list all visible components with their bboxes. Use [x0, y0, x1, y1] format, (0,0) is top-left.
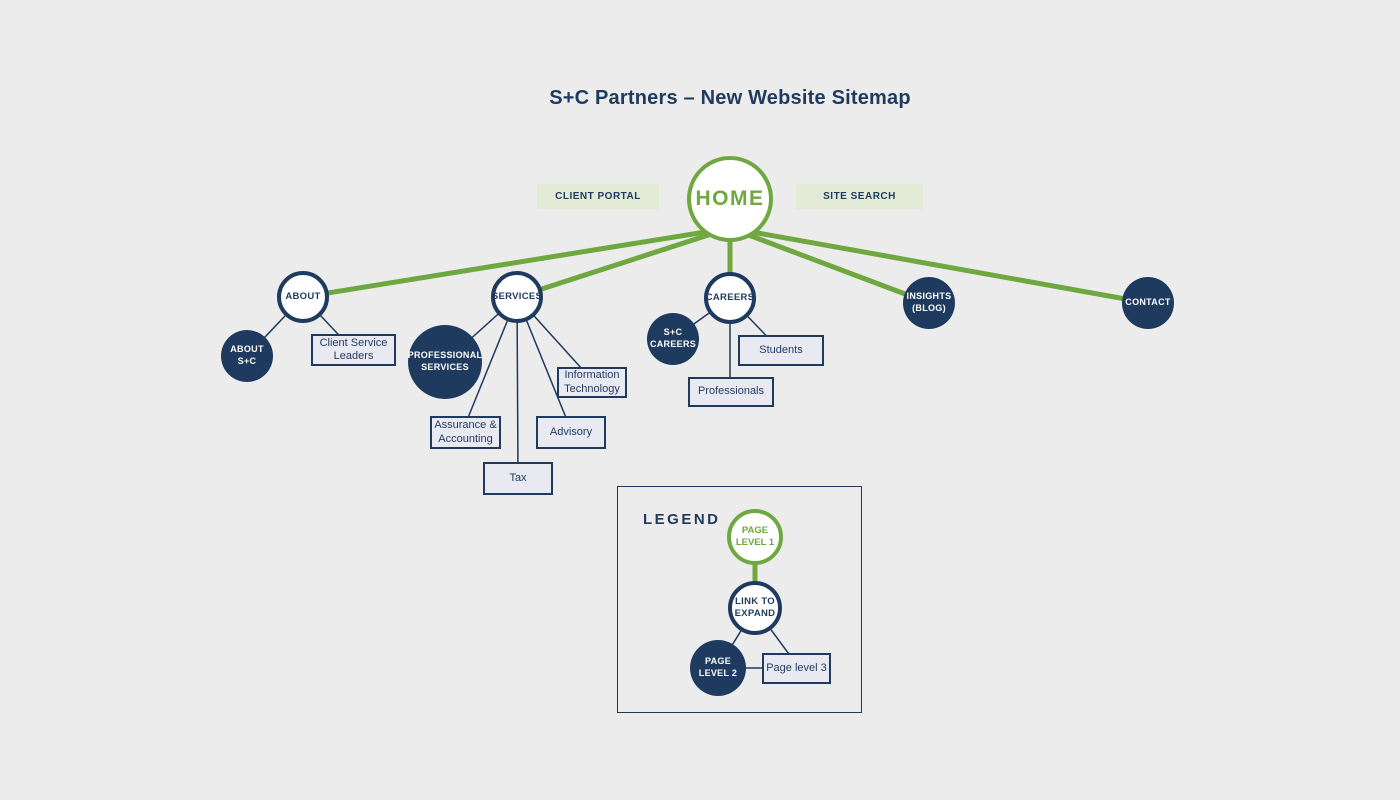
node-careers: CAREERS	[704, 272, 756, 324]
node-about: ABOUT	[277, 271, 329, 323]
legend-page-level-3: Page level 3	[762, 653, 831, 684]
page-title: S+C Partners – New Website Sitemap	[549, 87, 911, 109]
legend-frame	[617, 486, 862, 713]
node-services: SERVICES	[491, 271, 543, 323]
site-search-chip: SITE SEARCH	[796, 184, 923, 209]
legend-page-level-2: PAGE LEVEL 2	[690, 640, 746, 696]
node-sc-careers: S+C CAREERS	[647, 313, 699, 365]
node-home: HOME	[687, 156, 773, 242]
node-advisory: Advisory	[536, 416, 606, 449]
node-client-service-leaders: Client Service Leaders	[311, 334, 396, 366]
node-students: Students	[738, 335, 824, 366]
node-professional-services: PROFESSIONAL SERVICES	[408, 325, 482, 399]
node-information-technology: Information Technology	[557, 367, 627, 398]
node-assurance-accounting: Assurance & Accounting	[430, 416, 501, 449]
node-professionals: Professionals	[688, 377, 774, 407]
node-tax: Tax	[483, 462, 553, 495]
node-insights-blog: INSIGHTS (BLOG)	[903, 277, 955, 329]
legend-page-level-1: PAGE LEVEL 1	[727, 509, 783, 565]
legend-link-to-expand: LINK TO EXPAND	[728, 581, 782, 635]
node-about-sc: ABOUT S+C	[221, 330, 273, 382]
legend-title: LEGEND	[643, 511, 721, 528]
client-portal-chip: CLIENT PORTAL	[537, 184, 659, 209]
node-contact: CONTACT	[1122, 277, 1174, 329]
